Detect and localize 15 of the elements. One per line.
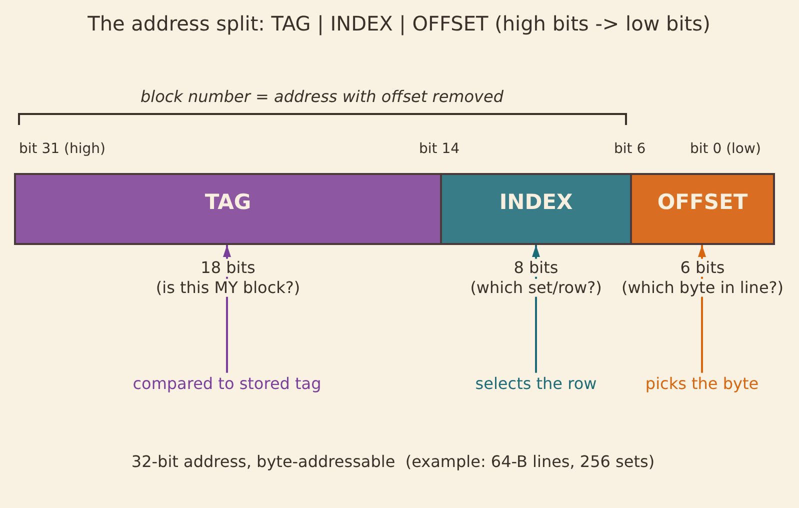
- bracket-label: block number = address with offset removed: [140, 88, 504, 106]
- diagram-caption: 32-bit address, byte-addressable (example: 64-B lines, 256 sets): [131, 452, 655, 472]
- bit-position-label: bit 0 (low): [690, 140, 761, 158]
- address-field-segment: TAG: [14, 173, 442, 245]
- annotation-text: picks the byte: [645, 374, 759, 394]
- annotation-text: selects the row: [475, 374, 597, 394]
- address-field-segment: OFFSET: [630, 173, 775, 245]
- annotation-text: compared to stored tag: [132, 374, 322, 394]
- diagram-title: The address split: TAG | INDEX | OFFSET (high bits -> low bits): [88, 12, 710, 36]
- bit-count-label: 8 bits: [512, 258, 560, 278]
- bit-position-label: bit 14: [419, 140, 460, 158]
- bit-position-label: bit 6: [614, 140, 646, 158]
- address-field-segment: INDEX: [440, 173, 632, 245]
- bit-count-label: 6 bits: [678, 258, 727, 278]
- bit-position-label: bit 31 (high): [19, 140, 106, 158]
